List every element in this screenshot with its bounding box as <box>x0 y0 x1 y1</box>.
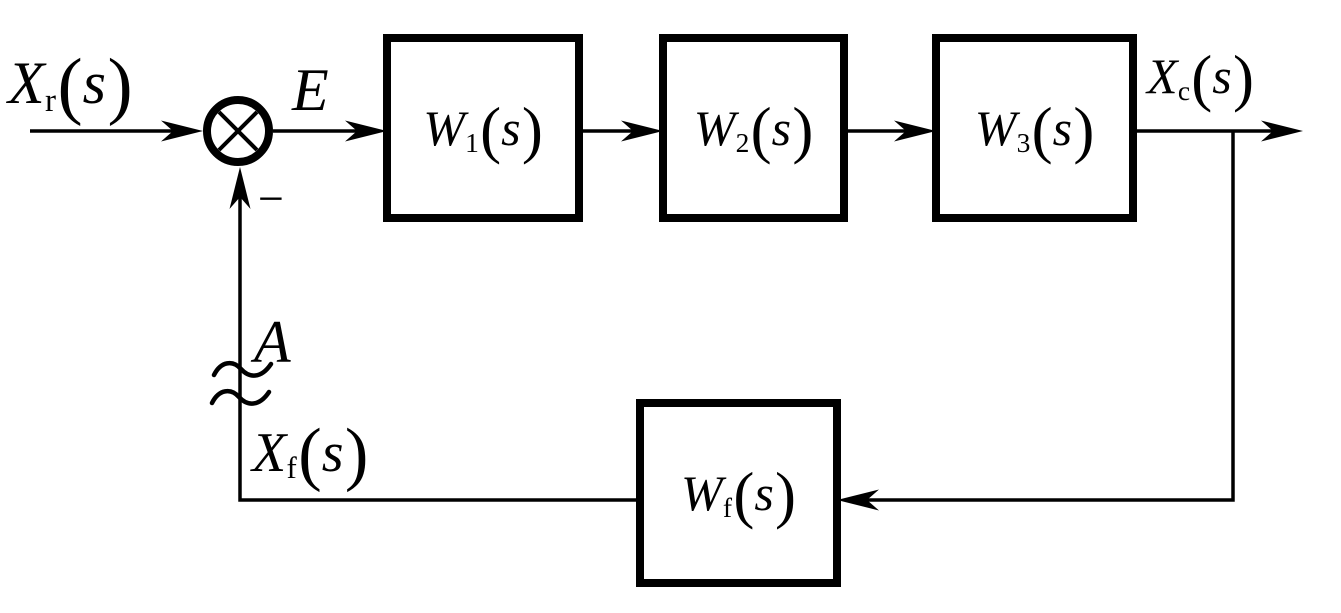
output-signal-label: Xc(s) <box>1147 42 1254 113</box>
feedback-return-line <box>238 197 640 502</box>
line-break-icon <box>209 361 274 406</box>
block-w2-rect <box>659 34 848 222</box>
feedback-into-summer-arrowhead-icon <box>229 167 251 209</box>
w1-w2-arrowhead-icon <box>621 120 663 142</box>
error-signal-label: E <box>292 57 329 123</box>
break-point-label: A <box>254 309 291 375</box>
block-w3-rect <box>932 34 1137 222</box>
error-arrowhead-icon <box>345 120 387 142</box>
block-w1-rect <box>383 34 583 222</box>
feedback-branch-line <box>866 131 1235 502</box>
summing-junction <box>203 96 273 166</box>
block-w3-label: W3(s) <box>974 94 1095 165</box>
output-arrowhead-icon <box>1261 120 1303 142</box>
feedback-signal-label: Xf(s) <box>252 415 369 494</box>
w2-w3-arrowhead-icon <box>894 120 936 142</box>
block-w2-label: W2(s) <box>693 94 814 165</box>
input-signal-label: Xr(s) <box>8 43 133 127</box>
input-arrowhead-icon <box>161 120 203 142</box>
feedback-into-wf-arrowhead-icon <box>837 489 879 511</box>
summing-junction-cross <box>217 110 259 152</box>
minus-sign-label: − <box>258 173 284 224</box>
block-wf-label: Wf(s) <box>680 459 797 530</box>
block-w1-label: W1(s) <box>423 94 543 165</box>
block-wf-rect <box>636 399 841 587</box>
